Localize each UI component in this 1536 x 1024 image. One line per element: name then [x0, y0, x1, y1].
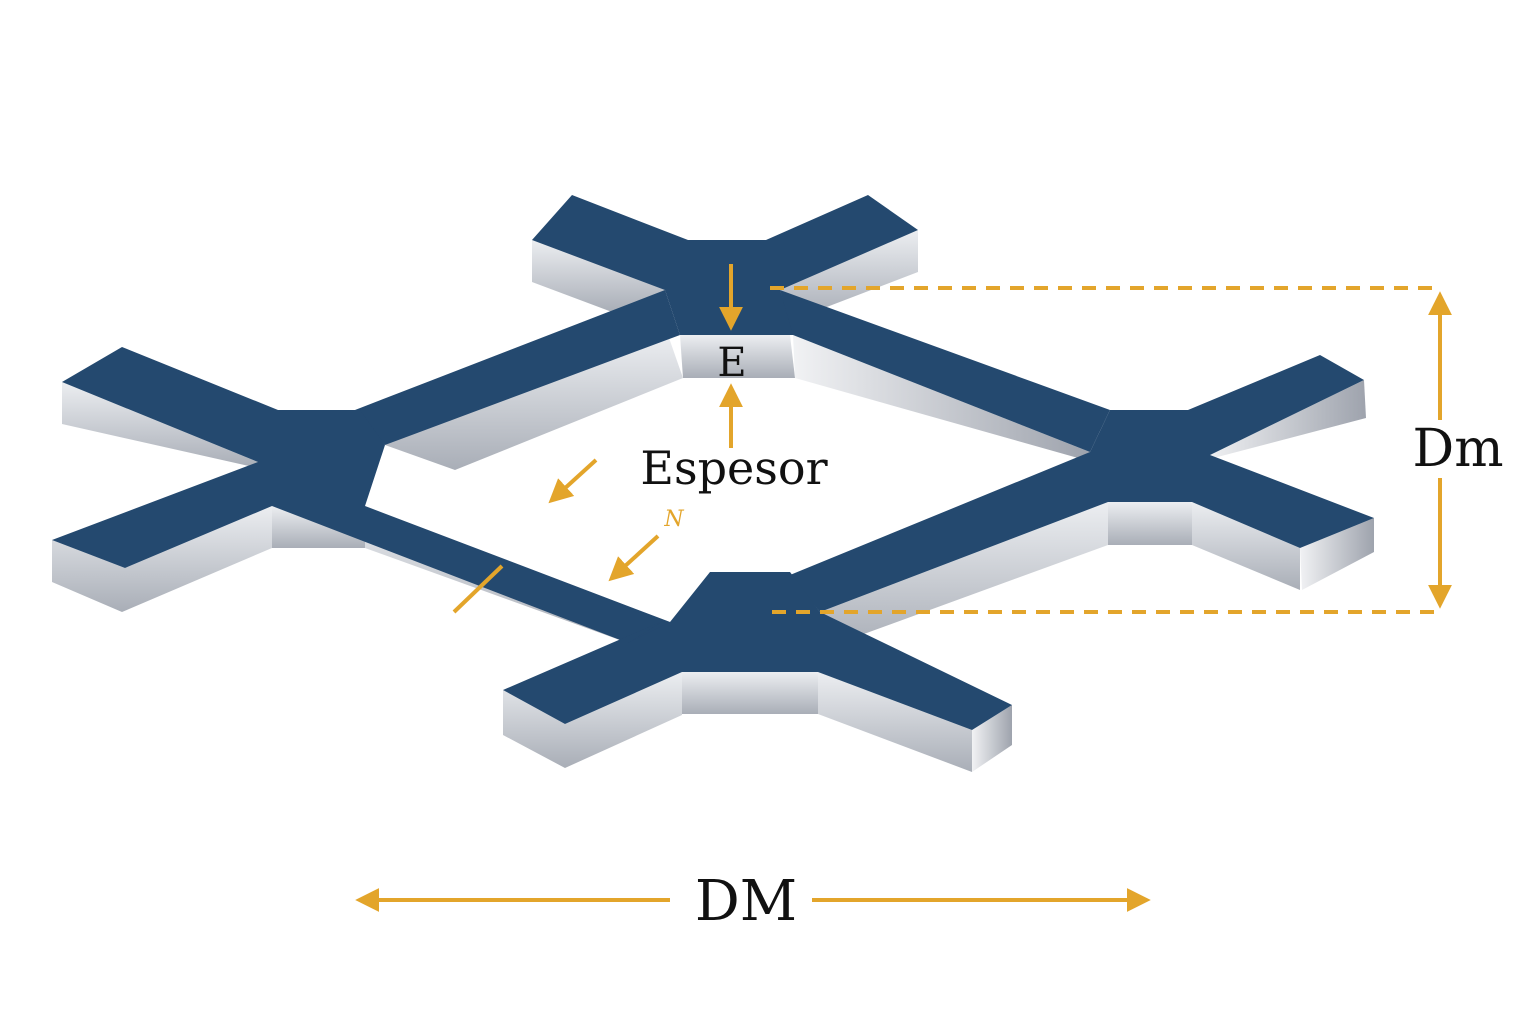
side-left-lower-arm — [52, 506, 272, 612]
strand-arrow-lower — [608, 534, 660, 582]
side-right-upper-arm — [1206, 380, 1366, 460]
side-upper-right-strand — [793, 335, 1090, 458]
strand-width-label: N — [509, 510, 544, 556]
side-right-lower-arm-a — [1192, 502, 1300, 590]
upper-left-strand — [355, 290, 680, 445]
bottom-node — [503, 572, 1012, 730]
strand-width-label-small: N — [663, 507, 684, 532]
thickness-label-word: Espesor — [640, 441, 827, 495]
side-bottom-right-arm-a — [818, 672, 972, 772]
top-node — [532, 195, 918, 335]
strand-arrow-upper — [548, 458, 598, 504]
strand-tick — [452, 564, 504, 614]
right-node — [790, 355, 1374, 612]
side-top-node — [680, 335, 795, 378]
dm-label: Dm — [1413, 419, 1504, 479]
thickness-label-e: E — [717, 340, 746, 386]
side-top-left-arm — [532, 240, 668, 312]
side-bottom-left-arm — [503, 672, 682, 768]
strand-width-indicator — [452, 458, 660, 614]
side-left-upper-arm — [62, 382, 258, 468]
mesh-top-faces — [52, 195, 1374, 730]
upper-right-strand — [780, 290, 1110, 452]
left-node — [52, 347, 670, 648]
side-bottom-right-arm-b — [972, 705, 1012, 772]
dm-long-label: DM — [695, 869, 797, 934]
side-right-node — [1108, 502, 1192, 545]
side-upper-left-strand — [385, 335, 683, 470]
side-top-right-arm — [768, 230, 918, 318]
dm-dimension — [770, 286, 1452, 614]
side-right-lower-arm-b — [1300, 518, 1374, 590]
side-bottom-node — [682, 672, 818, 714]
